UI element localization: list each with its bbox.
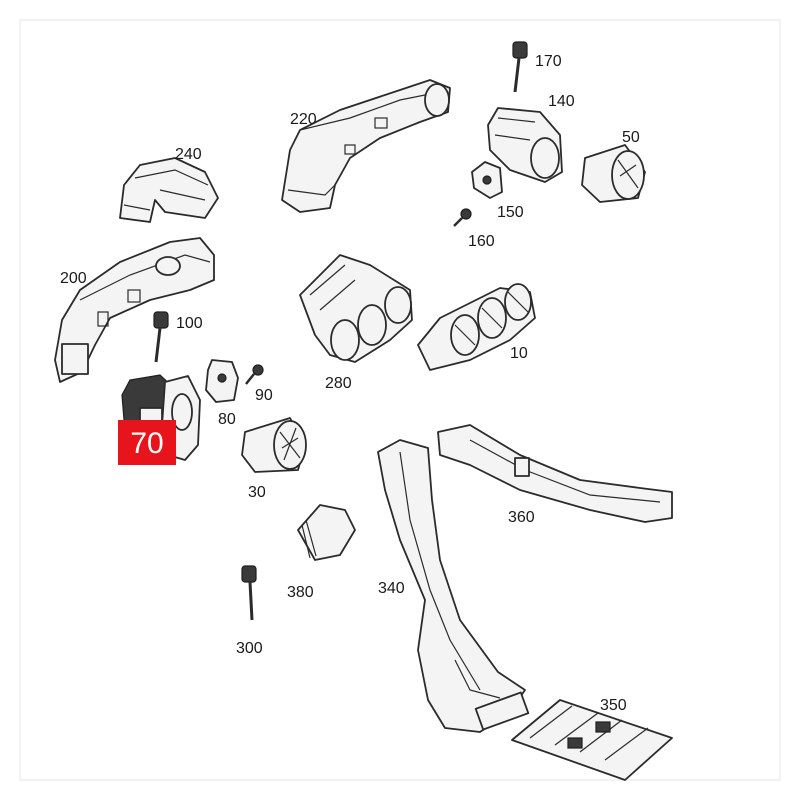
- part-240-elbow-duct: [119, 157, 219, 223]
- label-280: 280: [325, 375, 352, 392]
- label-220: 220: [290, 111, 317, 128]
- label-150: 150: [497, 204, 524, 221]
- label-140: 140: [548, 93, 575, 110]
- highlight-badge: [118, 420, 176, 465]
- highlight-label: 70: [130, 427, 163, 460]
- part-340-vertical-duct: [377, 439, 530, 733]
- part-350-floor-grille: [511, 699, 673, 781]
- part-280-vent-frame: [299, 254, 413, 363]
- part-80-bracket: [205, 359, 239, 403]
- label-100: 100: [176, 315, 203, 332]
- part-220-duct: [281, 79, 451, 213]
- part-90-screw: [245, 364, 264, 385]
- part-360-floor-duct: [437, 424, 673, 523]
- label-10: 10: [510, 345, 528, 362]
- diagram-frame: [19, 19, 781, 781]
- label-50: 50: [622, 129, 640, 146]
- part-140-vent-housing: [487, 107, 563, 183]
- label-170: 170: [535, 53, 562, 70]
- label-380: 380: [287, 584, 314, 601]
- label-80: 80: [218, 411, 236, 428]
- part-380-outlet: [297, 504, 356, 561]
- label-350: 350: [600, 697, 627, 714]
- label-300: 300: [236, 640, 263, 657]
- part-30-vent: [241, 417, 307, 473]
- label-200: 200: [60, 270, 87, 287]
- part-160-screw: [453, 208, 472, 227]
- label-360: 360: [508, 509, 535, 526]
- part-100-sensor: [153, 311, 169, 363]
- label-90: 90: [255, 387, 273, 404]
- part-300-sensor: [241, 565, 257, 621]
- part-170-sensor: [512, 41, 528, 93]
- part-10-triple-vent: [417, 283, 536, 371]
- label-30: 30: [248, 484, 266, 501]
- label-340: 340: [378, 580, 405, 597]
- label-160: 160: [468, 233, 495, 250]
- part-150-bracket: [471, 161, 503, 199]
- part-200-duct: [54, 237, 215, 383]
- label-240: 240: [175, 146, 202, 163]
- part-50-vent: [581, 144, 646, 203]
